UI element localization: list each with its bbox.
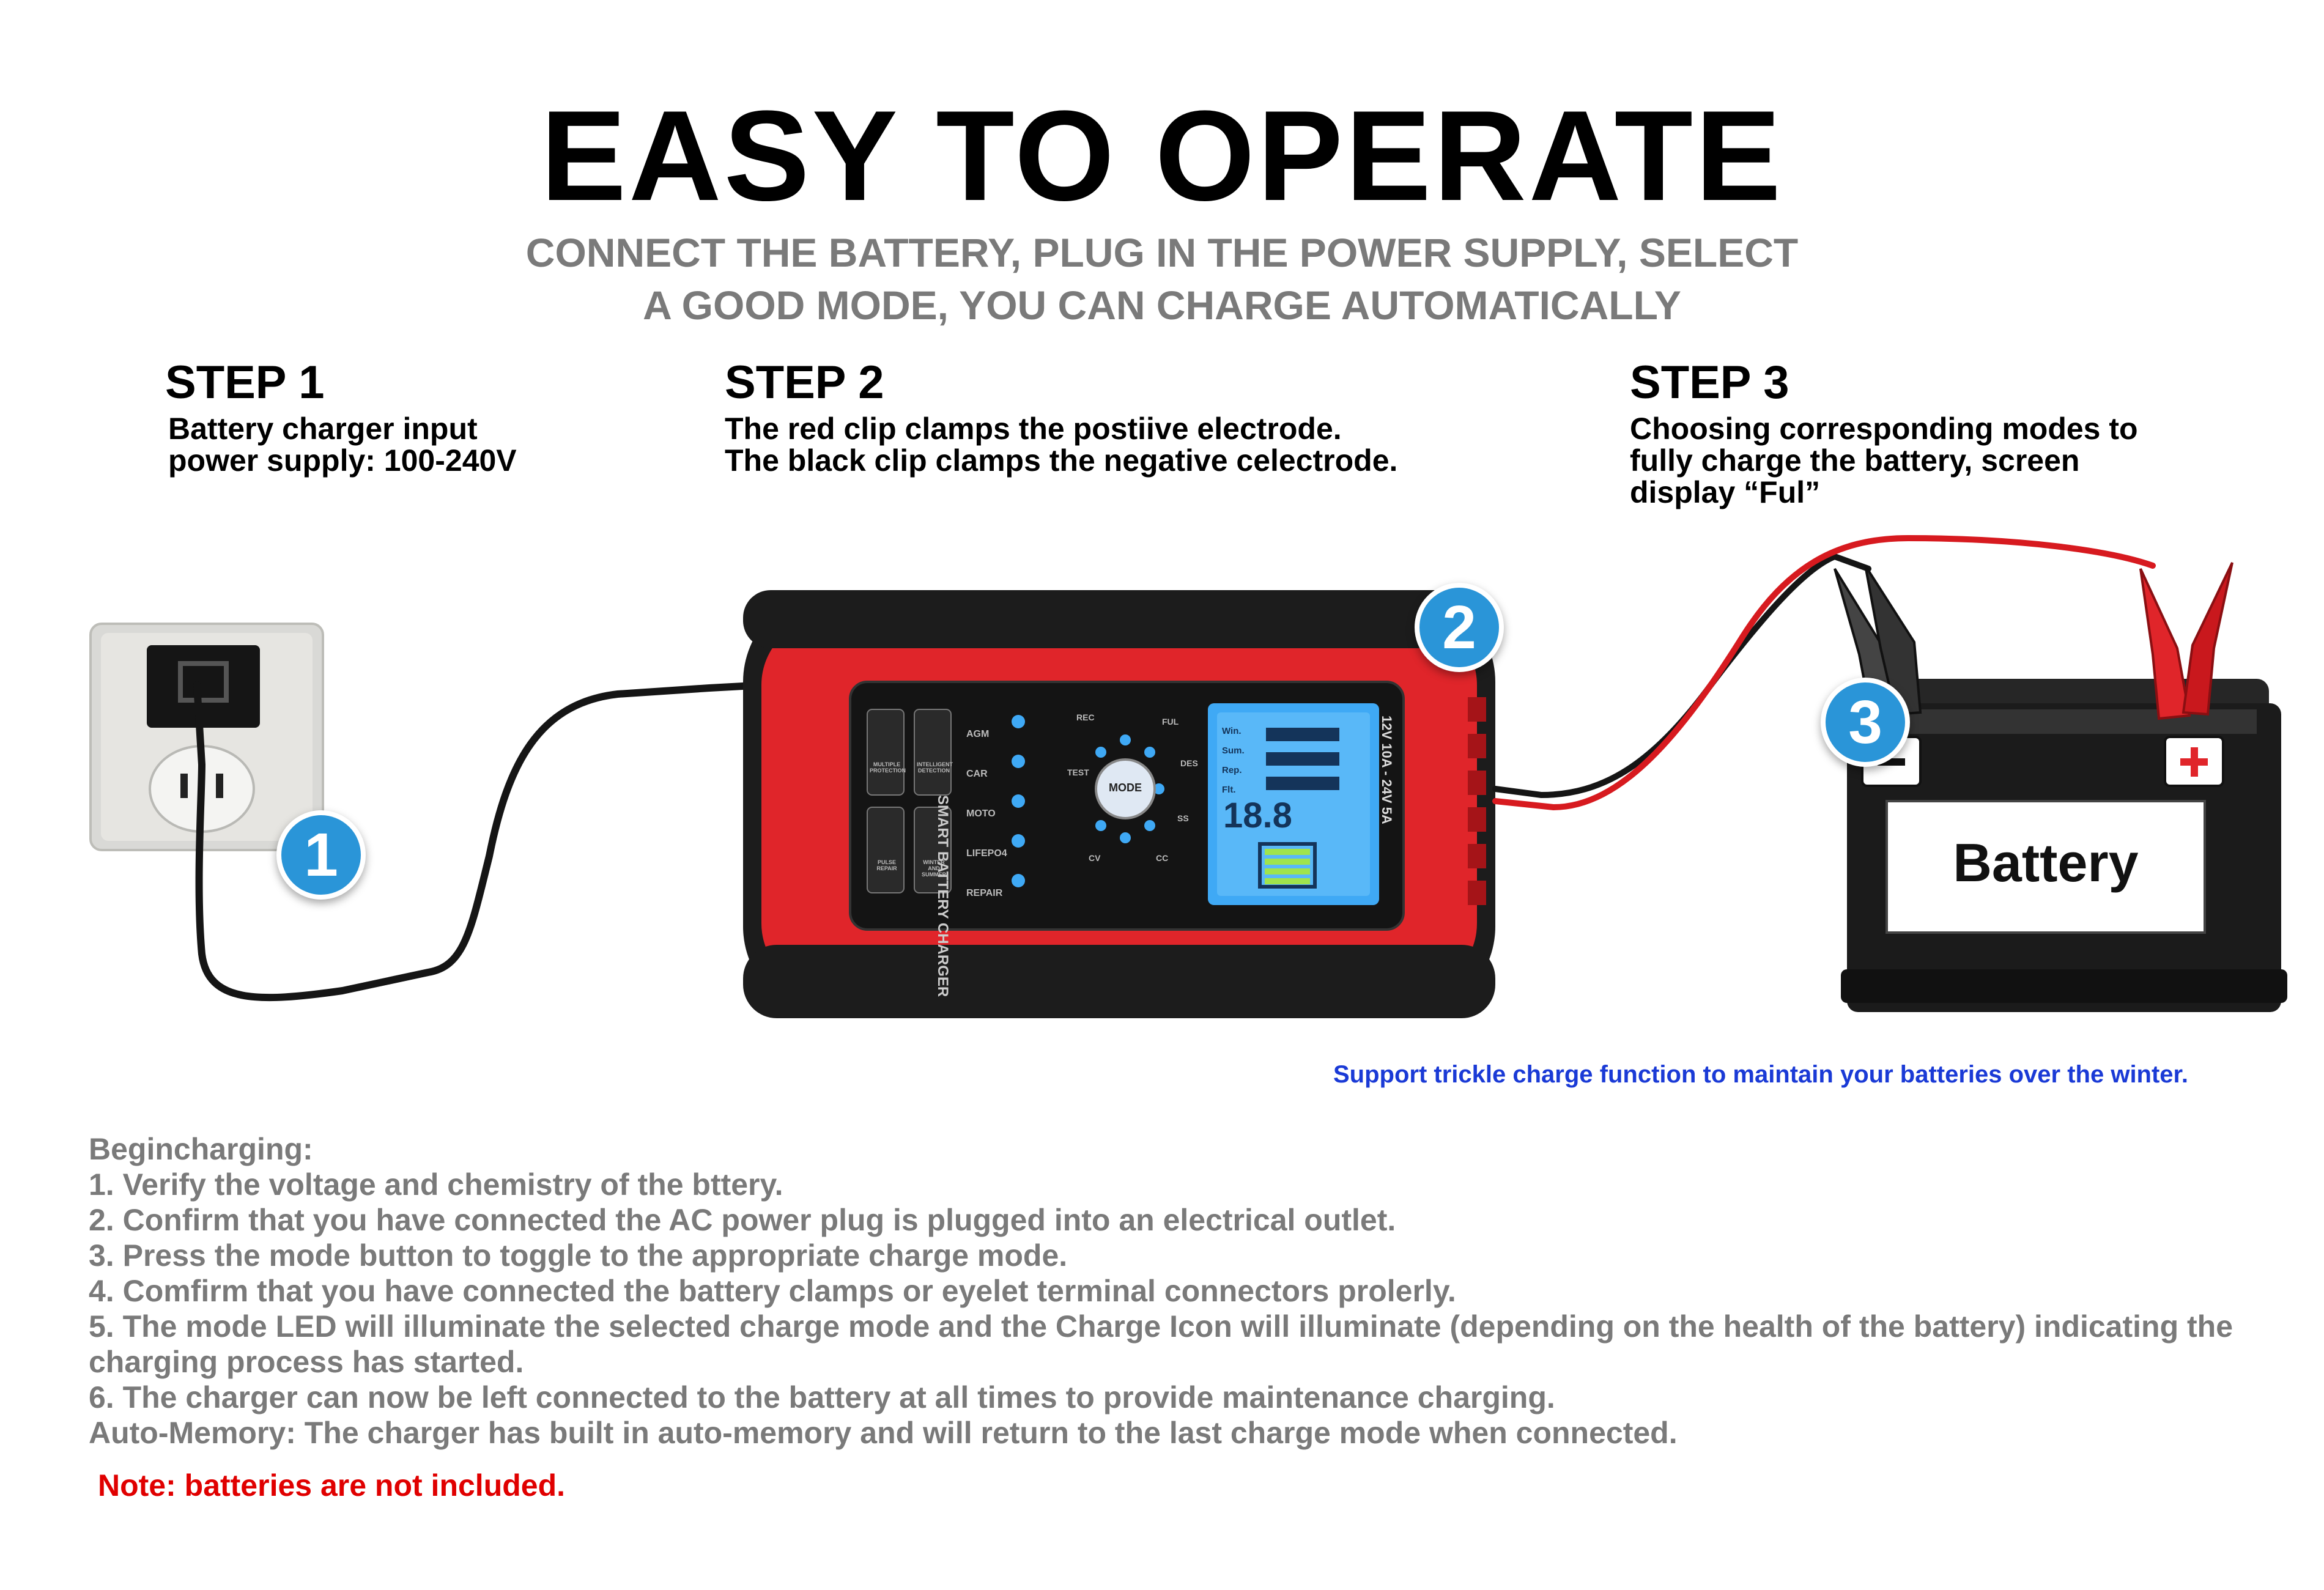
- step-1-description: Battery charger input power supply: 100-…: [168, 412, 517, 478]
- mode-label-agm: AGM: [966, 729, 990, 739]
- car-battery: [1841, 679, 2287, 1012]
- step-2-marker: 2: [1415, 583, 1504, 672]
- subtitle-line: A GOOD MODE, YOU CAN CHARGE AUTOMATICALL…: [643, 283, 1681, 328]
- page-title: EASY TO OPERATE: [540, 84, 1784, 227]
- stage-label-cv: CV: [1089, 853, 1101, 863]
- instruction-item: Auto-Memory: The charger has built in au…: [89, 1416, 1678, 1450]
- charging-instructions: Begincharging: 1. Verify the voltage and…: [89, 1131, 2290, 1451]
- feature-intelligent-detection: INTELLIGENT DETECTION: [917, 761, 953, 774]
- feature-multiple-protection: MULTIPLE PROTECTION: [870, 761, 906, 774]
- stage-label-test: TEST: [1067, 767, 1089, 777]
- charger-rating-text: 12V 10A - 24V 5A: [1379, 716, 1394, 824]
- mode-label-moto: MOTO: [966, 808, 996, 819]
- lcd-mode-labels: Win. Sum. Rep. Flt.: [1222, 722, 1245, 800]
- lcd-display: 18.8: [1223, 796, 1292, 835]
- instruction-heading: Begincharging:: [89, 1132, 313, 1166]
- red-clamp-cable: [1492, 534, 2156, 811]
- battery-label: Battery: [1953, 832, 2139, 893]
- step-2-description: The red clip clamps the postiive electro…: [725, 412, 1398, 478]
- feature-winter-summer: WINTER AND SUMMER: [922, 859, 946, 878]
- mode-button[interactable]: MODE: [1109, 782, 1142, 794]
- instruction-item: 1. Verify the voltage and chemistry of t…: [89, 1167, 783, 1202]
- batteries-not-included-note: Note: batteries are not included.: [98, 1468, 566, 1503]
- page-subtitle: CONNECT THE BATTERY, PLUG IN THE POWER S…: [0, 226, 2324, 331]
- step-3-marker: 3: [1821, 678, 1910, 767]
- wall-outlet-icon: [89, 623, 324, 851]
- step-3-title: STEP 3: [1630, 357, 1789, 409]
- step-1-marker: 1: [276, 810, 366, 900]
- stage-label-rec: REC: [1076, 712, 1095, 722]
- step-3-description: Choosing corresponding modes to fully ch…: [1630, 412, 2138, 509]
- instruction-item: 3. Press the mode button to toggle to th…: [89, 1238, 1068, 1273]
- instruction-item: 5. The mode LED will illuminate the sele…: [89, 1309, 2233, 1379]
- mode-labels: AGM CAR MOTO LIFEPO4 REPAIR: [966, 714, 1007, 913]
- mode-label-lifepo4: LIFEPO4: [966, 848, 1007, 859]
- instruction-item: 6. The charger can now be left connected…: [89, 1380, 1555, 1414]
- stage-label-des: DES: [1180, 758, 1198, 768]
- stage-label-cc: CC: [1156, 853, 1169, 863]
- instruction-item: 4. Comfirm that you have connected the b…: [89, 1274, 1456, 1308]
- power-cord: [193, 681, 747, 1002]
- lcd-label-rep: Rep.: [1222, 765, 1242, 775]
- red-clamp-icon: [2139, 562, 2233, 720]
- instruction-item: 2. Confirm that you have connected the A…: [89, 1203, 1396, 1237]
- step-2-title: STEP 2: [725, 357, 884, 409]
- lcd-label-flt: Flt.: [1222, 785, 1236, 795]
- subtitle-line: CONNECT THE BATTERY, PLUG IN THE POWER S…: [525, 230, 1799, 275]
- step-1-title: STEP 1: [165, 357, 325, 409]
- mode-label-repair: REPAIR: [966, 888, 1003, 898]
- feature-pulse-repair: PULSE REPAIR: [876, 859, 897, 871]
- stage-label-ss: SS: [1177, 813, 1189, 823]
- black-clamp-cable: [1492, 553, 1871, 799]
- charger-brand-text: SMART BATTERY CHARGER: [934, 795, 951, 997]
- lcd-label-win: Win.: [1222, 726, 1242, 736]
- mode-label-car: CAR: [966, 769, 988, 779]
- trickle-charge-note: Support trickle charge function to maint…: [1333, 1061, 2189, 1088]
- lcd-label-sum: Sum.: [1222, 745, 1245, 756]
- stage-label-ful: FUL: [1162, 717, 1179, 727]
- battery-charger: [743, 590, 1495, 1018]
